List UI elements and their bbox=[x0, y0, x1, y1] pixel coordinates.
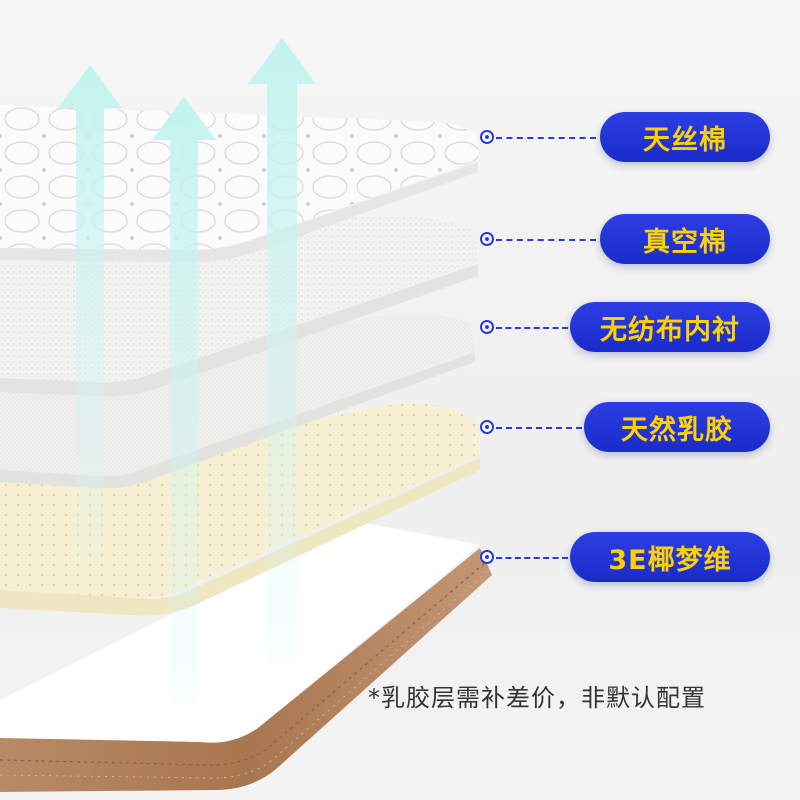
label-coir-text: 3E椰梦维 bbox=[608, 544, 732, 576]
label-latex-text: 天然乳胶 bbox=[621, 414, 733, 446]
up-arrow-icon bbox=[58, 65, 122, 560]
connector-dot-icon bbox=[480, 420, 494, 434]
tencel-top-layer bbox=[0, 105, 478, 263]
connector-dot-icon bbox=[480, 320, 494, 334]
nonwoven-layer bbox=[0, 313, 475, 489]
label-nonwoven-text: 无纺布内衬 bbox=[600, 314, 740, 346]
connector-dot-icon bbox=[480, 232, 494, 246]
connector-line bbox=[496, 137, 596, 139]
label-tencel: 天丝棉 bbox=[600, 112, 770, 162]
label-nonwoven: 无纺布内衬 bbox=[570, 302, 770, 352]
connector-line bbox=[496, 327, 568, 329]
latex-layer bbox=[0, 403, 480, 616]
airflow-arrows bbox=[58, 38, 316, 700]
connector-line bbox=[496, 557, 568, 559]
label-tencel-text: 天丝棉 bbox=[643, 124, 727, 156]
label-vacuum-cotton: 真空棉 bbox=[600, 214, 770, 264]
connector-line bbox=[496, 239, 596, 241]
footnote: *乳胶层需补差价，非默认配置 bbox=[368, 684, 706, 712]
label-latex: 天然乳胶 bbox=[584, 402, 770, 452]
label-vacuum-cotton-text: 真空棉 bbox=[643, 226, 727, 258]
up-arrow-icon bbox=[152, 97, 216, 700]
connector-dot-icon bbox=[480, 130, 494, 144]
up-arrow-icon bbox=[248, 38, 316, 660]
connector-line bbox=[496, 427, 582, 429]
connector-dot-icon bbox=[480, 550, 494, 564]
coir-layer bbox=[0, 522, 492, 792]
label-coir: 3E椰梦维 bbox=[570, 532, 770, 582]
